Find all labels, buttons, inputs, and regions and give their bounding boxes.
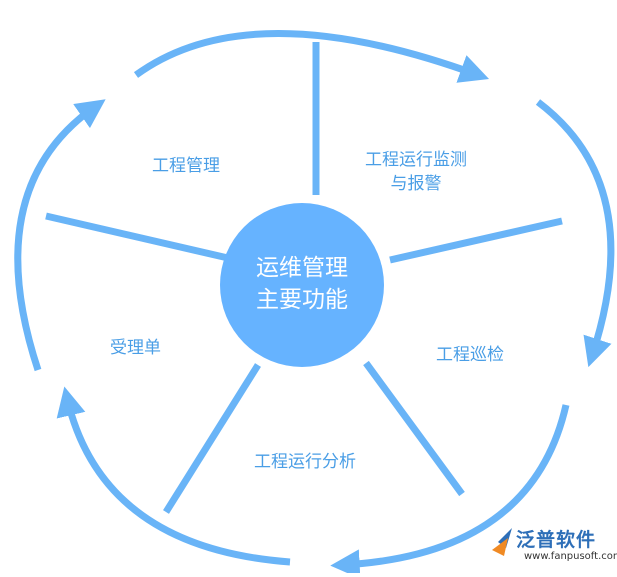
spoke-right (389, 217, 563, 264)
arrow-bottom-right (330, 404, 570, 577)
label-operation-monitoring-line1: 工程运行监测 (365, 150, 467, 170)
spoke-lower-left (163, 363, 261, 514)
spoke-left (45, 212, 229, 262)
center-title-line1: 运维管理 (256, 255, 348, 281)
watermark-url: www.fanpusoft.com (524, 551, 617, 562)
label-operation-analysis: 工程运行分析 (254, 450, 356, 474)
arrow-left (14, 99, 106, 372)
label-engineering-inspection: 工程巡检 (436, 343, 504, 367)
watermark-logo-icon (492, 528, 512, 556)
label-work-order-text: 受理单 (110, 338, 161, 358)
label-operation-monitoring-line2: 与报警 (390, 174, 442, 194)
center-title-line2: 主要功能 (256, 287, 348, 313)
label-work-order: 受理单 (110, 336, 161, 360)
label-engineering-management-text: 工程管理 (152, 156, 220, 176)
arrow-top (133, 30, 490, 83)
watermark: 泛普软件 www.fanpusoft.com (486, 523, 617, 569)
watermark-name: 泛普软件 (516, 529, 597, 551)
label-engineering-inspection-text: 工程巡检 (436, 345, 504, 365)
spoke-lower-right (363, 360, 465, 497)
label-operation-analysis-text: 工程运行分析 (254, 452, 356, 472)
center-title: 运维管理 主要功能 (222, 252, 382, 316)
arrow-bottom-left (56, 386, 291, 566)
center-circle (220, 203, 384, 367)
label-operation-monitoring: 工程运行监测 与报警 (354, 148, 478, 196)
arrow-right (535, 99, 615, 368)
label-engineering-management: 工程管理 (152, 154, 220, 178)
